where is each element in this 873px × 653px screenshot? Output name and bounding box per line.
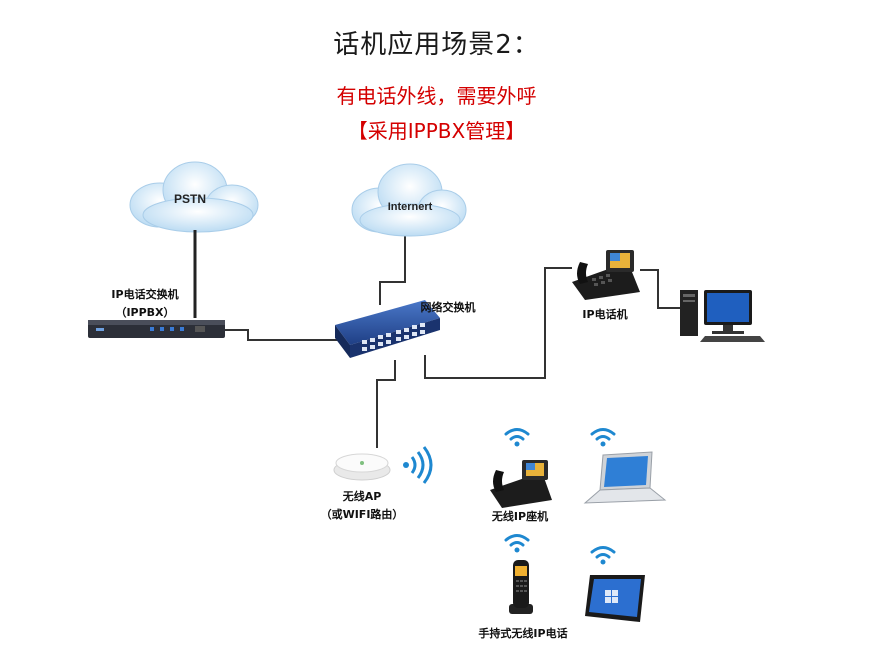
pstn-label: PSTN (174, 192, 206, 206)
pbx-box-icon (88, 230, 225, 338)
link-ipphone-computer (640, 269, 680, 309)
wireless-ap-sublabel: （或WIFI路由） (321, 507, 404, 521)
laptop-icon (583, 451, 667, 504)
ippbx-label: IP电话交换机 (111, 287, 178, 301)
wifi-signal-icon (504, 428, 616, 565)
page-title: 话机应用场景2： (333, 30, 540, 60)
page-subtitle-note: 【采用IPPBX管理】 (347, 119, 526, 143)
internet-label: Internert (388, 201, 433, 213)
ippbx-sublabel: （IPPBX） (115, 306, 174, 319)
wireless-ap-icon (333, 453, 391, 481)
link-internet-switch (379, 235, 406, 305)
link-switch-ap (376, 360, 396, 448)
network-switch-icon (335, 300, 440, 358)
desk-phone-icon (490, 460, 552, 508)
ip-phone-label: IP电话机 (582, 307, 627, 321)
pstn-cloud-icon: PSTN (129, 161, 259, 233)
link-switch-ipphone (424, 267, 572, 379)
link-ippbx-switch (225, 329, 340, 341)
desktop-computer-icon (680, 290, 765, 342)
wireless-desk-phone-label: 无线IP座机 (491, 509, 548, 523)
page-subtitle: 有电话外线，需要外呼 (336, 84, 537, 108)
cordless-phone-icon (509, 560, 533, 614)
wireless-ap-label: 无线AP (342, 489, 382, 503)
internet-cloud-icon: Internert (351, 163, 467, 237)
desk-phone-icon (572, 250, 640, 300)
tablet-icon (585, 575, 645, 622)
switch-label: 网络交换机 (421, 300, 476, 314)
wifi-signal-icon (403, 446, 433, 484)
handheld-phone-label: 手持式无线IP电话 (478, 626, 567, 640)
